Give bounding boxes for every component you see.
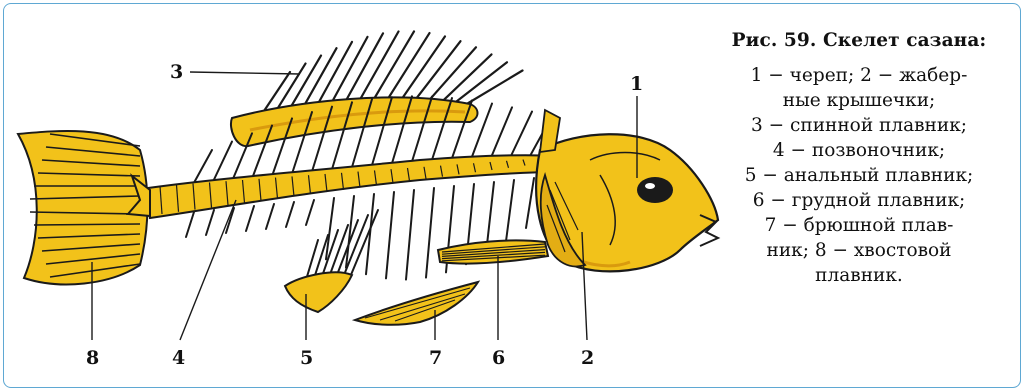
rib (386, 192, 394, 278)
anal-fin (285, 210, 378, 312)
rib (206, 210, 214, 235)
label-dorsal-fin: 3 (170, 61, 183, 83)
pelvic-fin (355, 282, 478, 325)
caption-body: 1 − череп; 2 − жабер- ные крышечки; 3 − … (700, 63, 1018, 288)
label-spine: 4 (172, 347, 185, 369)
label-pelvic-fin: 7 (429, 347, 442, 369)
rib (326, 198, 334, 259)
caption-line: 6 − грудной плавник; (700, 188, 1018, 213)
caption-line: 1 − череп; 2 − жабер- (700, 63, 1018, 88)
rib (426, 188, 434, 278)
leader-line-3 (190, 72, 300, 74)
caption-line: ные крышечки; (700, 88, 1018, 113)
label-gill-covers: 2 (581, 347, 594, 369)
caption-line: 3 − спинной плавник; (700, 113, 1018, 138)
tail-fin (18, 131, 148, 284)
anal-fin-ray (348, 210, 378, 282)
label-anal-fin: 5 (300, 347, 313, 369)
rib (246, 206, 254, 231)
label-skull: 1 (630, 73, 643, 95)
figure-caption: Рис. 59. Скелет сазана: 1 − череп; 2 − ж… (700, 30, 1018, 288)
caption-line: 5 − анальный плавник; (700, 163, 1018, 188)
leader-line-4 (180, 200, 236, 340)
rib (526, 178, 534, 228)
rib (266, 204, 274, 229)
caption-line: 4 − позвоночник; (700, 138, 1018, 163)
rib (506, 180, 514, 241)
caption-line: ник; 8 − хвостовой (700, 238, 1018, 263)
rib (306, 200, 314, 225)
rib (186, 212, 194, 237)
caption-title: Рис. 59. Скелет сазана: (700, 30, 1018, 51)
neural-spine (510, 112, 532, 158)
pectoral-fin (438, 240, 548, 263)
label-tail-fin: 8 (86, 347, 99, 369)
caption-line: 7 − брюшной плав- (700, 213, 1018, 238)
rib (286, 202, 294, 227)
caption-line: плавник. (700, 263, 1018, 288)
tail-fin-ray (34, 224, 140, 225)
rib (406, 190, 414, 280)
dorsal-fin (231, 31, 523, 146)
neural-spine (490, 107, 512, 160)
label-pectoral-fin: 6 (492, 347, 505, 369)
